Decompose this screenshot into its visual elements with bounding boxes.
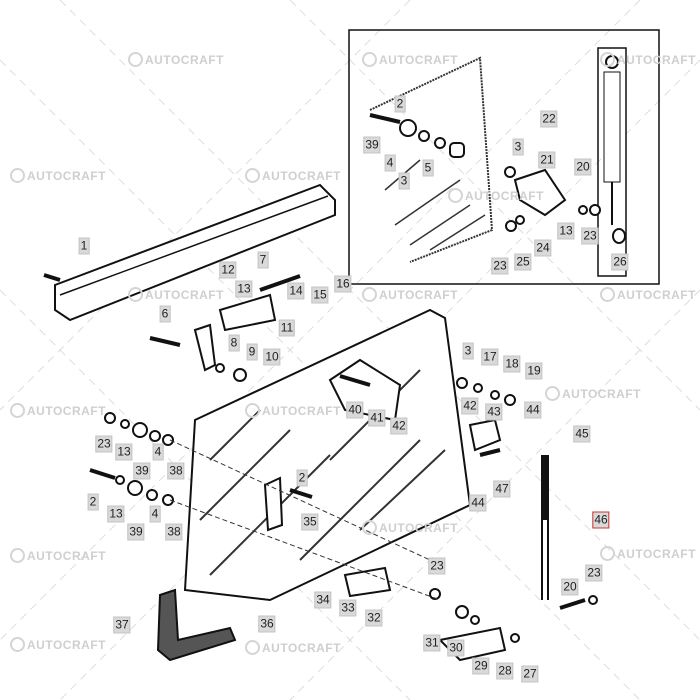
- part-label: 34: [314, 591, 332, 609]
- part-label: 17: [481, 348, 499, 366]
- part-label: 3: [398, 172, 410, 190]
- watermark: AUTOCRAFT: [10, 548, 106, 563]
- part-label: 44: [469, 494, 487, 512]
- inset-bolt: [369, 113, 401, 124]
- watermark: AUTOCRAFT: [128, 287, 224, 302]
- part-label: 12: [219, 261, 237, 279]
- part-label: 22: [540, 110, 558, 128]
- part-label: 23: [491, 257, 509, 275]
- inset-frame: [348, 29, 660, 285]
- part-label: 25: [514, 253, 532, 271]
- bolts: [89, 274, 586, 610]
- part-label: 44: [524, 401, 542, 419]
- part-label: 2: [87, 493, 99, 511]
- part-label: 1: [78, 237, 90, 255]
- watermark: AUTOCRAFT: [362, 52, 458, 67]
- part-label: 40: [346, 401, 364, 419]
- watermark: AUTOCRAFT: [600, 287, 696, 302]
- part-label: 21: [538, 151, 556, 169]
- part-label: 13: [107, 505, 125, 523]
- part-label: 39: [133, 462, 151, 480]
- watermark: AUTOCRAFT: [600, 52, 696, 67]
- watermark: AUTOCRAFT: [10, 168, 106, 183]
- part-label: 18: [503, 355, 521, 373]
- part-label: 9: [246, 343, 258, 361]
- part-label: 4: [152, 443, 164, 461]
- part-label: 13: [235, 280, 253, 298]
- part-label: 42: [461, 397, 479, 415]
- part-label: 14: [287, 282, 305, 300]
- part-label: 33: [339, 599, 357, 617]
- inset-washers: [399, 119, 601, 232]
- inset-glass: [369, 56, 494, 263]
- watermark: AUTOCRAFT: [600, 546, 696, 561]
- part-label: 20: [574, 158, 592, 176]
- part-label: 24: [534, 239, 552, 257]
- part-label: 47: [493, 480, 511, 498]
- part-label: 30: [447, 639, 465, 657]
- part-label: 45: [573, 425, 591, 443]
- part-label: 36: [258, 615, 276, 633]
- watermark: AUTOCRAFT: [10, 637, 106, 652]
- handle: [263, 476, 284, 532]
- watermark: AUTOCRAFT: [245, 640, 341, 655]
- part-label: 23: [585, 564, 603, 582]
- part-label: 10: [263, 348, 281, 366]
- part-label: 38: [167, 462, 185, 480]
- part-label: 7: [257, 251, 269, 269]
- part-label: 15: [311, 286, 329, 304]
- part-label: 4: [384, 154, 396, 172]
- part-label: 28: [496, 662, 514, 680]
- part-label: 6: [159, 305, 171, 323]
- watermark: AUTOCRAFT: [245, 403, 341, 418]
- seal-strip: [156, 588, 237, 662]
- part-label: 19: [525, 362, 543, 380]
- washers: [104, 363, 598, 643]
- part-label: 2: [394, 95, 406, 113]
- lower-hinge: [343, 566, 392, 598]
- watermark: AUTOCRAFT: [448, 188, 544, 203]
- watermark: AUTOCRAFT: [362, 520, 458, 535]
- part-label: 2: [296, 469, 308, 487]
- part-label: 27: [521, 665, 539, 683]
- part-label: 23: [581, 227, 599, 245]
- part-label: 3: [512, 138, 524, 156]
- part-label: 42: [390, 417, 408, 435]
- watermark: AUTOCRAFT: [10, 403, 106, 418]
- part-label: 5: [422, 159, 434, 177]
- part-label: 13: [115, 443, 133, 461]
- part-label: 41: [368, 409, 386, 427]
- part-label: 39: [127, 523, 145, 541]
- gas-strut-frame: [597, 47, 627, 277]
- hinge-bracket: [218, 293, 277, 332]
- part-label: 37: [113, 616, 131, 634]
- part-label: 16: [334, 275, 352, 293]
- part-label: 13: [557, 222, 575, 240]
- part-label: 23: [95, 435, 113, 453]
- part-label: 38: [165, 523, 183, 541]
- part-label: 20: [561, 578, 579, 596]
- part-label: 46: [592, 511, 610, 529]
- part-label: 29: [472, 657, 490, 675]
- watermark: AUTOCRAFT: [128, 52, 224, 67]
- part-label: 43: [485, 403, 503, 421]
- part-label: 23: [428, 557, 446, 575]
- part-label: 4: [149, 505, 161, 523]
- watermark: AUTOCRAFT: [545, 386, 641, 401]
- part-label: 31: [423, 634, 441, 652]
- part-label: 11: [278, 319, 296, 337]
- watermark: AUTOCRAFT: [245, 168, 341, 183]
- pivot-bush: [468, 418, 502, 452]
- part-label: 32: [365, 609, 383, 627]
- gas-strut-body: [603, 71, 621, 183]
- part-label: 35: [301, 513, 319, 531]
- part-label: 3: [462, 342, 474, 360]
- watermark: AUTOCRAFT: [362, 287, 458, 302]
- part-label: 39: [363, 136, 381, 154]
- part-label: 8: [228, 334, 240, 352]
- part-label: 26: [611, 253, 629, 271]
